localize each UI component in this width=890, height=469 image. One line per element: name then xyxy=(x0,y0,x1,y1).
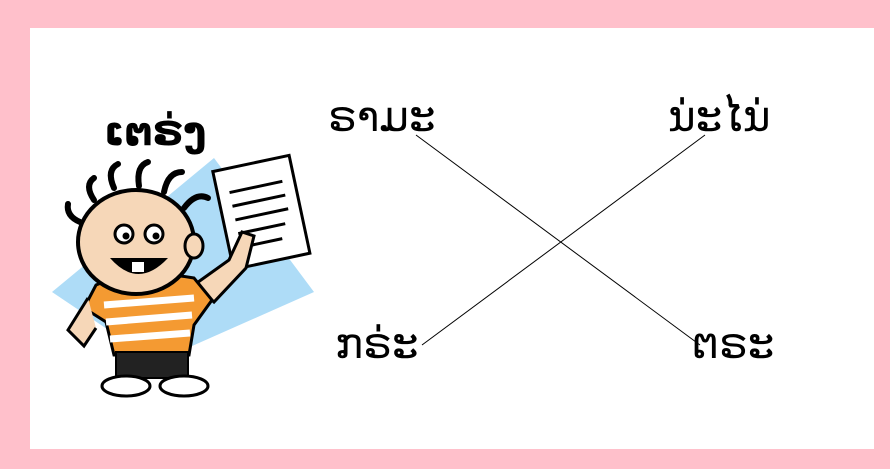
word-top-right: ນ່ະໄນ່ xyxy=(668,92,771,141)
match-line-2 xyxy=(421,134,706,346)
cartoon-boy-holding-paper-icon xyxy=(52,153,314,398)
word-bottom-right: ຕຣະ xyxy=(692,319,775,368)
word-top-left: ຣາມະ xyxy=(328,92,436,141)
exercise-title: ເຕຣ່ງ xyxy=(104,109,207,155)
match-line-1 xyxy=(415,134,701,346)
word-bottom-left: ກຣ່ະ xyxy=(335,319,419,368)
